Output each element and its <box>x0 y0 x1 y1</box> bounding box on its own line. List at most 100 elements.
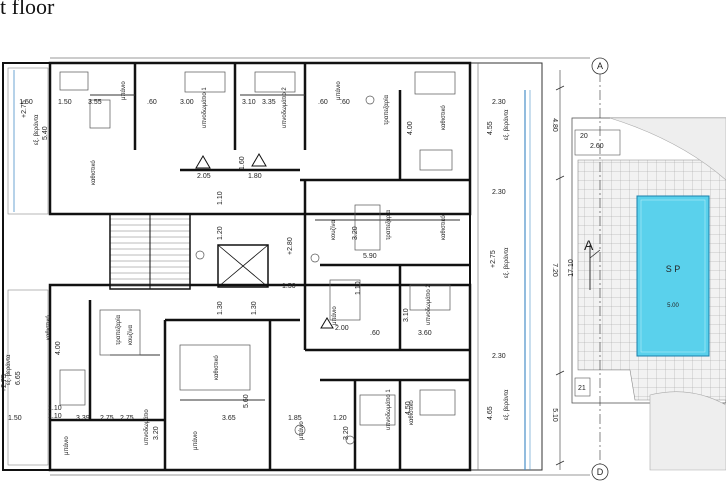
room-labels: μπάνιο υπνοδωμάτιο 1 υπνοδωμάτιο 2 μπάνι… <box>5 81 510 455</box>
svg-text:.60: .60 <box>318 99 328 106</box>
pool-label: S P <box>666 264 681 274</box>
svg-text:κουζίνα: κουζίνα <box>331 219 337 240</box>
svg-text:1.10: 1.10 <box>355 281 362 295</box>
dim-right-middle: 7.20 <box>551 263 558 277</box>
svg-text:3.00: 3.00 <box>180 99 194 106</box>
dim-left: 1.50 <box>8 415 22 422</box>
svg-text:1.30: 1.30 <box>251 301 258 315</box>
svg-text:2.30: 2.30 <box>492 99 506 106</box>
level-mark: +2.75 <box>1 374 8 392</box>
svg-text:1.10: 1.10 <box>217 191 224 205</box>
svg-text:1.80: 1.80 <box>248 173 262 180</box>
svg-text:καθιστικό: καθιστικό <box>440 105 447 130</box>
svg-text:3.20: 3.20 <box>343 426 350 440</box>
dims-mid: 2.05 1.60 1.80 1.10 1.20 1.50 1.30 1.30 … <box>197 121 494 420</box>
svg-text:καθιστικό: καθιστικό <box>90 160 97 185</box>
elevator <box>217 244 269 288</box>
dim-left: 2.75 <box>100 415 114 422</box>
svg-text:υπνοδωμάτιο 1: υπνοδωμάτιο 1 <box>201 87 208 128</box>
svg-text:4.00: 4.00 <box>407 121 414 135</box>
dim-right-upper: 4.80 <box>551 118 558 132</box>
svg-text:3.65: 3.65 <box>222 415 236 422</box>
dims-top: 1.50 3.55 .60 3.00 3.10 3.35 .60 .60 2.3… <box>58 99 506 360</box>
svg-text:καθιστικό: καθιστικό <box>45 315 52 340</box>
pool-side-b: 2.60 <box>590 143 604 150</box>
svg-text:3.60: 3.60 <box>418 330 432 337</box>
site-plot <box>571 117 726 471</box>
dims-bottom: 3.39 2.75 3.20 3.65 5.60 1.85 1.20 3.20 … <box>48 341 412 440</box>
svg-text:1.60: 1.60 <box>239 156 246 170</box>
interior-walls <box>50 63 470 470</box>
level-mark: +2.80 <box>287 237 294 255</box>
svg-text:εξ. βεράντα: εξ. βεράντα <box>503 389 510 420</box>
dim-site-total: 17.10 <box>568 259 575 277</box>
svg-text:3.39: 3.39 <box>76 415 90 422</box>
svg-text:καθιστικό: καθιστικό <box>213 355 220 380</box>
svg-text:τραπεζαρία: τραπεζαρία <box>386 209 392 240</box>
svg-text:καθιστικό: καθιστικό <box>440 215 447 240</box>
svg-text:3.35: 3.35 <box>262 99 276 106</box>
svg-text:3.20: 3.20 <box>153 426 160 440</box>
svg-text:μπάνιο: μπάνιο <box>63 436 70 455</box>
svg-text:.60: .60 <box>147 99 157 106</box>
dim-left: 6.65 <box>15 371 22 385</box>
svg-text:2.05: 2.05 <box>197 173 211 180</box>
svg-text:2.75: 2.75 <box>120 415 134 422</box>
svg-text:μπάνιο: μπάνιο <box>335 81 342 100</box>
svg-text:1.50: 1.50 <box>58 99 72 106</box>
svg-text:1.50: 1.50 <box>282 283 296 290</box>
svg-text:υπνοδωμάτιο 2: υπνοδωμάτιο 2 <box>425 284 432 325</box>
dim-left: 1.50 <box>19 99 33 106</box>
svg-text:.60: .60 <box>340 99 350 106</box>
svg-text:.60: .60 <box>370 330 380 337</box>
exterior-walls <box>2 61 472 472</box>
svg-text:υπνοδωμάτιο: υπνοδωμάτιο <box>143 409 150 445</box>
svg-text:1.30: 1.30 <box>217 301 224 315</box>
svg-text:υπνοδωμάτιο 2: υπνοδωμάτιο 2 <box>281 87 288 128</box>
svg-text:2.30: 2.30 <box>492 353 506 360</box>
svg-text:2.30: 2.30 <box>492 189 506 196</box>
svg-text:μπάνιο: μπάνιο <box>192 431 199 450</box>
svg-text:4.55: 4.55 <box>487 121 494 135</box>
dim-left: 1.10 <box>48 405 62 412</box>
svg-text:μπάνιο: μπάνιο <box>120 81 127 100</box>
pool-side-c: 21 <box>578 385 586 392</box>
pool-dim: 5.00 <box>667 303 679 309</box>
level-mark: +2.75 <box>21 100 28 118</box>
svg-text:καθιστικό: καθιστικό <box>408 400 415 425</box>
section-marker: A <box>584 237 594 253</box>
svg-text:2.00: 2.00 <box>335 325 349 332</box>
svg-text:4.50: 4.50 <box>405 401 412 415</box>
dim-right-lower: 5.10 <box>551 408 558 422</box>
svg-text:3.10: 3.10 <box>403 308 410 322</box>
svg-text:1.20: 1.20 <box>333 415 347 422</box>
svg-text:μπάνιο: μπάνιο <box>298 421 305 440</box>
level-mark: +2.75 <box>490 250 497 268</box>
svg-text:5.60: 5.60 <box>243 394 250 408</box>
svg-text:εξ. βεράντα: εξ. βεράντα <box>33 114 40 145</box>
svg-text:1.85: 1.85 <box>288 415 302 422</box>
pool-side-a: 20 <box>580 133 588 140</box>
svg-text:υπνοδωμάτιο 1: υπνοδωμάτιο 1 <box>385 389 392 430</box>
svg-text:3.10: 3.10 <box>242 99 256 106</box>
axis-marker-d-label: D <box>597 467 604 477</box>
axis-marker-d <box>591 463 609 481</box>
svg-text:5.90: 5.90 <box>363 253 377 260</box>
svg-text:εξ. βεράντα: εξ. βεράντα <box>5 354 12 385</box>
page-title: t floor <box>0 0 55 19</box>
svg-text:3.55: 3.55 <box>88 99 102 106</box>
svg-text:εξ. βεράντα: εξ. βεράντα <box>503 109 510 140</box>
swimming-pool <box>636 195 710 357</box>
svg-text:τραπεζαρία: τραπεζαρία <box>384 94 390 125</box>
svg-text:εξ. βεράντα: εξ. βεράντα <box>503 247 510 278</box>
dim-left: 5.40 <box>42 126 49 140</box>
svg-text:1.20: 1.20 <box>217 226 224 240</box>
axis-marker-a-label: A <box>597 61 603 71</box>
furniture <box>59 71 456 445</box>
svg-text:3.20: 3.20 <box>352 226 359 240</box>
svg-text:4.65: 4.65 <box>487 406 494 420</box>
svg-text:μπάνιο: μπάνιο <box>331 306 338 325</box>
axis-marker-a <box>591 57 609 75</box>
svg-text:4.00: 4.00 <box>55 341 62 355</box>
